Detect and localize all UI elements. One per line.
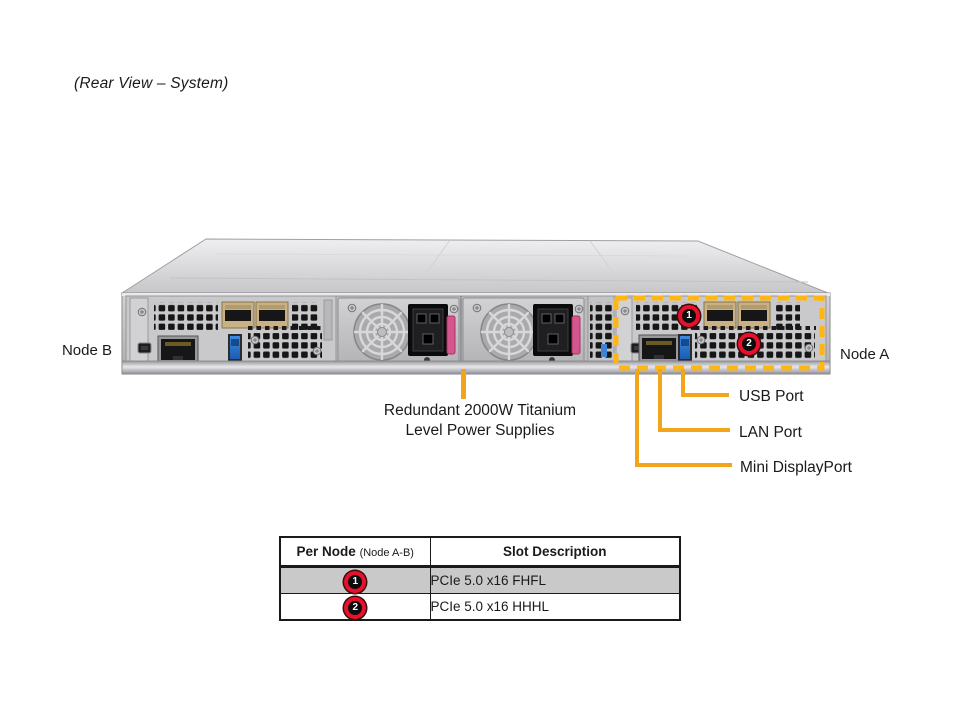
mini-displayport-label: Mini DisplayPort	[740, 459, 852, 476]
psu2-power-inlet	[532, 303, 574, 357]
per-node-header-sub: (Node A-B)	[359, 547, 414, 559]
center-vent-strip	[587, 295, 615, 369]
per-node-header: Per Node (Node A-B)	[279, 536, 431, 568]
lan-callout-line-h	[658, 428, 730, 432]
server-rear-illustration	[120, 238, 831, 375]
lan-callout-line-v	[658, 369, 662, 432]
per-node-header-main: Per Node	[296, 544, 356, 559]
node-b-label: Node B	[61, 342, 112, 359]
power-supply-2	[462, 297, 585, 369]
node-b-pcie-slot-grille	[248, 333, 322, 359]
chassis-lid	[120, 238, 829, 294]
table-row: 1 PCIe 5.0 x16 FHFL	[279, 566, 681, 594]
usb-port-label: USB Port	[739, 388, 804, 405]
node-b-usb-port	[228, 334, 242, 361]
lan-port-label: LAN Port	[739, 424, 802, 441]
power-supply-1	[337, 297, 460, 369]
slot2-description: PCIe 5.0 x16 HHHL	[429, 593, 681, 621]
slot2-table-badge: 2	[344, 596, 367, 619]
psu1-power-inlet	[407, 303, 449, 357]
figure-caption: (Rear View – System)	[74, 75, 229, 92]
node-a-highlight-box	[613, 295, 825, 371]
psu1-fan	[352, 302, 412, 362]
table-row: 2 PCIe 5.0 x16 HHHL	[279, 593, 681, 621]
node-b-sfp-port-1	[221, 301, 255, 329]
minidp-callout-line-v	[635, 369, 639, 467]
node-b-io-panel	[125, 295, 337, 367]
table-header-row: Per Node (Node A-B) Slot Description	[279, 536, 681, 568]
node-b-lan-port	[157, 335, 199, 364]
node-b-sfp-port-2	[255, 301, 289, 329]
node-b-mini-displayport	[137, 342, 152, 354]
psu2-fan	[479, 302, 539, 362]
psu-callout-line	[461, 369, 466, 399]
psu-callout-line2: Level Power Supplies	[405, 422, 555, 439]
slot1-description: PCIe 5.0 x16 FHFL	[429, 566, 681, 594]
psu-callout-label: Redundant 2000W Titanium Level Power Sup…	[348, 401, 612, 441]
slot2-badge: 2	[738, 333, 760, 355]
slot1-badge: 1	[678, 305, 700, 327]
node-a-label: Node A	[840, 346, 890, 363]
slot1-table-badge: 1	[344, 570, 367, 593]
slot1-cell: 1	[279, 566, 431, 594]
slot2-cell: 2	[279, 593, 431, 621]
slot-description-header: Slot Description	[429, 536, 681, 568]
usb-callout-line-h	[681, 393, 729, 397]
psu-callout-line1: Redundant 2000W Titanium	[383, 402, 577, 419]
minidp-callout-line-h	[635, 463, 732, 467]
slot-description-table: Per Node (Node A-B) Slot Description 1 P…	[279, 536, 681, 621]
chassis-bottom-rail	[121, 360, 831, 375]
usb-callout-line-v	[681, 369, 685, 397]
power-supply-bay	[335, 295, 589, 369]
node-b-vent-grid	[154, 302, 218, 330]
